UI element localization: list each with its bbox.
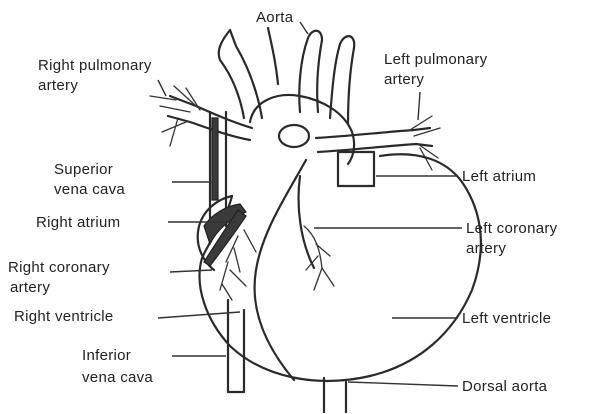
label-dorsal-aorta: Dorsal aorta [462, 378, 548, 395]
label-right-coronary-artery-line1: Right coronary [8, 259, 110, 276]
heart-drawing [150, 28, 481, 412]
label-inferior-vena-cava-line1: Inferior [82, 347, 131, 364]
label-right-atrium: Right atrium [36, 214, 120, 231]
leader-right-coronary [170, 270, 212, 272]
label-left-pulmonary-artery-line1: Left pulmonary [384, 51, 488, 68]
label-right-ventricle: Right ventricle [14, 308, 114, 325]
label-aorta: Aorta [256, 9, 294, 26]
svc-shading [212, 118, 218, 200]
label-right-coronary-artery-line2: artery [10, 279, 50, 296]
label-right-pulmonary-artery-line2: artery [38, 77, 78, 94]
left-atrium-shape [338, 152, 374, 186]
label-left-coronary-artery-line2: artery [466, 240, 506, 257]
septum-line [299, 176, 314, 268]
label-right-pulmonary-artery-line1: Right pulmonary [38, 57, 152, 74]
heart-outline [200, 154, 481, 381]
label-left-pulmonary-artery-line2: artery [384, 71, 424, 88]
label-left-atrium: Left atrium [462, 168, 536, 185]
leader-dorsal-aorta [348, 382, 458, 386]
carotid-branch [299, 31, 322, 112]
dorsal-aorta-vessel [324, 378, 346, 412]
aorta-trunk [268, 28, 278, 84]
label-left-coronary-artery-line1: Left coronary [466, 220, 558, 237]
left-pulmonary-vessel [316, 128, 432, 152]
label-superior-vena-cava-line1: Superior [54, 161, 113, 178]
label-left-ventricle: Left ventricle [462, 310, 551, 327]
label-inferior-vena-cava-line2: vena cava [82, 369, 153, 386]
pulmonary-trunk-opening [279, 125, 309, 147]
leader-aorta [300, 22, 308, 34]
brachiocephalic-branch [219, 30, 262, 118]
leader-left-pulmonary [418, 92, 420, 120]
leader-right-pulmonary [158, 80, 166, 96]
label-superior-vena-cava-line2: vena cava [54, 181, 125, 198]
right-pulmonary-twigs [150, 86, 200, 146]
